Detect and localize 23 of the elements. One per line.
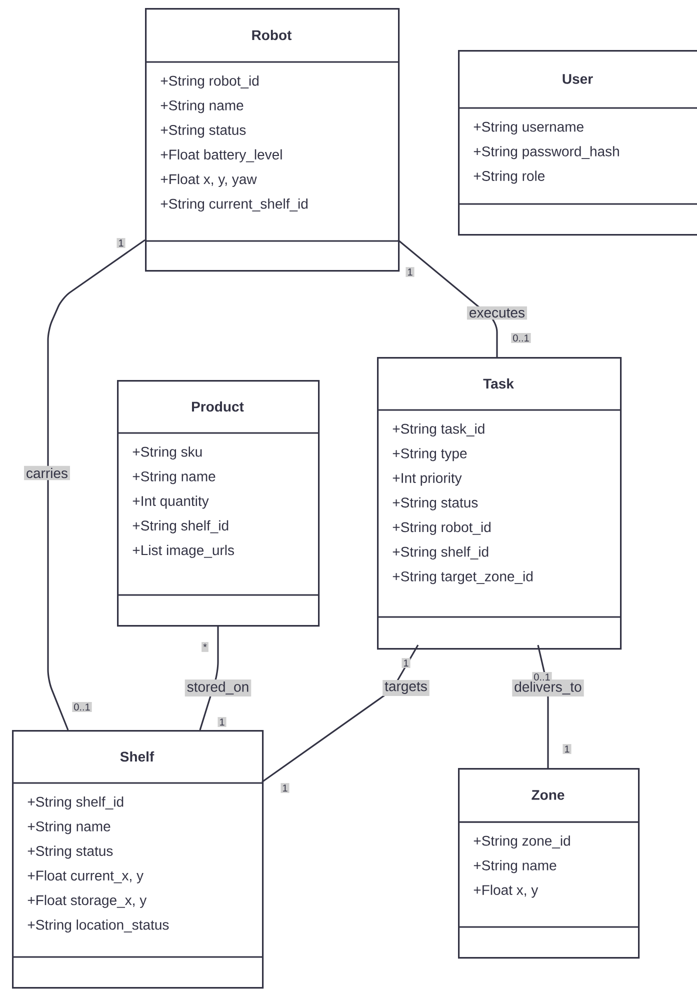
multiplicity-label: 0..1 xyxy=(511,332,531,344)
edge-label: targets xyxy=(382,680,430,696)
edge-label: executes xyxy=(467,306,528,320)
class-box: Zone +String zone_id +String name +Float x, y xyxy=(458,768,640,959)
association-line xyxy=(47,239,146,730)
edge-label: stored_on xyxy=(184,680,252,696)
multiplicity-label: * xyxy=(202,642,208,652)
class-box: User +String username +String password_hash +String role xyxy=(458,50,697,236)
multiplicity-label: 1 xyxy=(562,744,572,754)
class-box: Task +String task_id +String type +Int priority +String status +String robot_id +String shelf_id +String target_zone_id xyxy=(377,357,622,650)
multiplicity-label: 1 xyxy=(280,783,290,793)
association-line xyxy=(398,239,498,357)
multiplicity-label: 1 xyxy=(402,658,410,668)
class-box: Robot +String robot_id +String name +String status +Float battery_level +Float x, y, yaw +String current_shelf_id xyxy=(145,8,400,272)
class-box: Product +String sku +String name +Int quantity +String shelf_id +List image_urls xyxy=(117,380,320,627)
multiplicity-label: 0..1 xyxy=(532,672,552,682)
association-line xyxy=(262,644,419,783)
multiplicity-label: 1 xyxy=(218,717,226,727)
class-box: Shelf +String shelf_id +String name +String status +Float current_x, y +Float storage_x, y +String location_status xyxy=(12,730,264,989)
multiplicity-label: 1 xyxy=(406,267,414,277)
multiplicity-label: 1 xyxy=(116,238,126,248)
multiplicity-label: 0..1 xyxy=(72,702,92,712)
edge-label: carries xyxy=(24,466,70,480)
